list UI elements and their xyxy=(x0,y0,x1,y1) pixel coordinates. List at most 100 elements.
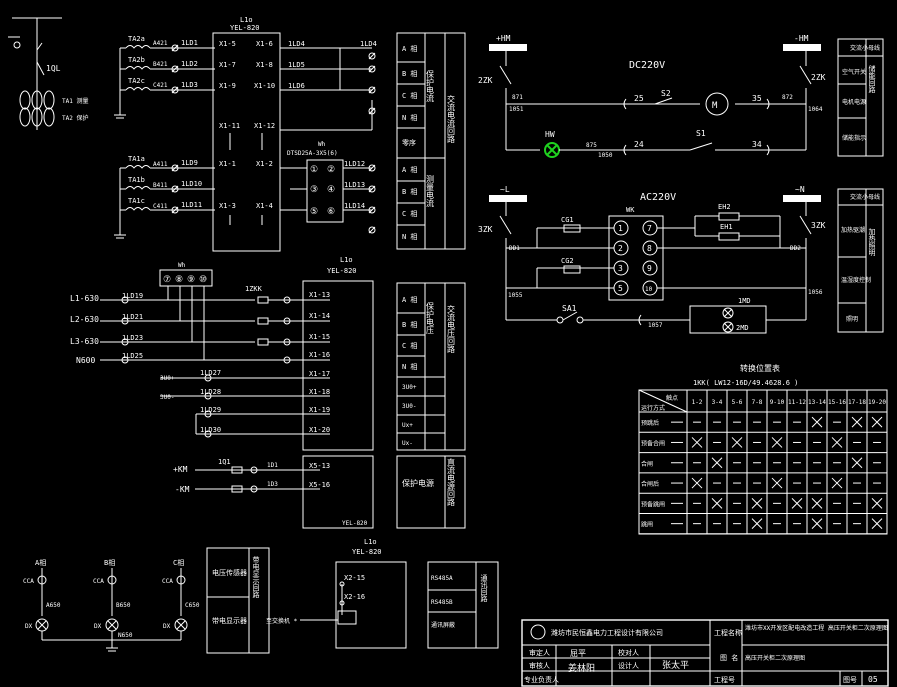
st-corner-bot: 运行方式 xyxy=(641,404,665,412)
st-col-header: 13-14 xyxy=(808,399,826,406)
tb-fig-name: 高压开关柜二次原理图 xyxy=(745,654,805,662)
ct-meas-wire-c: C421 xyxy=(153,82,168,89)
breaker-2zk-r: 2ZK xyxy=(811,73,826,82)
ld13: 1LD13 xyxy=(344,181,365,189)
wire-c650: C650 xyxy=(185,602,200,609)
st-cell-closed xyxy=(751,497,763,509)
bottom-left: A相 B相 C相 CCA CCA CCA A650 B650 C650 DX D… xyxy=(23,547,270,654)
bm-title: L1o xyxy=(364,538,377,546)
v-ld27: 1LD27 xyxy=(200,369,221,377)
ct-meas-group: TA2a TA2b TA2c A421 B421 C421 1LD1 1LD2 … xyxy=(114,35,215,119)
tb-sig-review: 屈平 xyxy=(570,649,586,658)
ht-right: 加热照明 xyxy=(868,227,876,257)
st-col-header: 7-8 xyxy=(752,399,763,406)
x1-5: X1-5 xyxy=(219,40,236,48)
dc-ld3: 1D3 xyxy=(267,481,278,488)
voltage-section: L1-630 L2-630 L3-630 N600 1LD19 1LD21 1L… xyxy=(70,256,374,451)
vt-row-c: C 相 xyxy=(402,341,417,350)
mt-right: 储能回路 xyxy=(868,64,876,94)
ct-meas-b: TA2b xyxy=(128,56,145,64)
w-1055: 1055 xyxy=(508,292,523,299)
dc-x5-16: X5-16 xyxy=(309,481,330,489)
v-switch: 1ZKK xyxy=(245,285,263,293)
st-cell-closed xyxy=(871,416,883,428)
v-x1-19: X1-19 xyxy=(309,406,330,414)
ht-temp: 温湿度控制 xyxy=(841,276,871,284)
ct-prot-a: TA1a xyxy=(128,155,145,163)
ac-l: ~L xyxy=(500,185,510,194)
ht-light: 照明 xyxy=(846,316,858,323)
ct1-label: TA1 测量 xyxy=(62,97,88,105)
ld14: 1LD14 xyxy=(344,202,365,210)
vt-right: 交流电压回路 xyxy=(447,304,456,353)
v-ld25: 1LD25 xyxy=(122,352,143,360)
v-x1-15: X1-15 xyxy=(309,333,330,341)
ht-heat: 加热驱潮 xyxy=(841,226,865,234)
st-col-header: 15-16 xyxy=(828,399,846,406)
v-relay-title: L1o xyxy=(340,256,353,264)
v-wh-8: ⑧ xyxy=(175,275,183,285)
tb-sig-check: 姜林阳 xyxy=(568,662,595,674)
eh1: EH1 xyxy=(720,223,733,231)
st-col-header: 11-12 xyxy=(788,399,806,406)
ct-meas-c: TA2c xyxy=(128,77,145,85)
x1-11: X1-11 xyxy=(219,122,240,130)
vt-row-3u0m: 3U0- xyxy=(402,403,416,410)
x1-6: X1-6 xyxy=(256,40,273,48)
st-cell-closed xyxy=(811,497,823,509)
ld11: 1LD11 xyxy=(181,201,202,209)
st-cell-closed xyxy=(811,416,823,428)
st-row-header: 预备合闸 xyxy=(641,439,665,447)
st-cell-closed xyxy=(771,477,783,489)
t10: 10 xyxy=(645,286,653,293)
vt-row-uxm: Ux- xyxy=(402,440,413,447)
st-cell-closed xyxy=(831,477,843,489)
w-1051: 1051 xyxy=(509,106,524,113)
st-cell-closed xyxy=(711,497,723,509)
lamp-hw: HW xyxy=(545,130,555,139)
x1-4: X1-4 xyxy=(256,202,273,210)
current-table: A 相 B 相 C 相 N 相 零序 A 相 B 相 C 相 N 相 保护电流 … xyxy=(396,32,466,250)
ld10: 1LD10 xyxy=(181,180,202,188)
w-1056: 1056 xyxy=(808,289,823,296)
cur-right: 交流电流回路 xyxy=(447,94,456,143)
ct-meas-a: TA2a xyxy=(128,35,145,43)
st-row-header: 合闸 xyxy=(641,460,653,468)
dx-a: DX xyxy=(25,623,33,630)
v-wh-7: ⑦ xyxy=(163,275,171,285)
n650: N650 xyxy=(118,632,133,639)
cur2-row-a: A 相 xyxy=(402,165,417,174)
t3: 3 xyxy=(618,264,623,273)
ct-prot-group: TA1a TA1b TA1c A411 B411 C411 1LD9 1LD10… xyxy=(114,155,215,239)
sa1: SA1 xyxy=(562,304,577,313)
dc-plus: +KM xyxy=(173,465,188,474)
cur2-row-b: B 相 xyxy=(402,187,417,196)
cur-mid-meas: 测量电流 xyxy=(426,175,435,208)
w-1050: 1050 xyxy=(598,152,613,159)
ld9: 1LD9 xyxy=(181,159,198,167)
heater-circuit: ~L ~N 3ZK 3ZK DD1 DD2 AC220V WK 1 2 3 5 … xyxy=(478,185,884,334)
w-s2: S2 xyxy=(661,89,671,98)
st-corner-top: 触点 xyxy=(666,394,678,402)
w-871: 871 xyxy=(512,94,523,101)
ct-prot-b: TA1b xyxy=(128,176,145,184)
cg1: CG1 xyxy=(561,216,574,224)
st-row-header: 跳闸 xyxy=(641,521,653,529)
t8: 8 xyxy=(647,244,652,253)
w-1057: 1057 xyxy=(648,322,663,329)
t1: 1 xyxy=(618,224,623,233)
bm-x2-16: X2-16 xyxy=(344,593,365,601)
st-cell-closed xyxy=(711,457,723,469)
breaker-3zk-r: 3ZK xyxy=(811,221,826,230)
cca-b: CCA xyxy=(93,578,104,585)
ct-prot-wire-c: C411 xyxy=(153,203,168,210)
w-24: 24 xyxy=(634,140,644,149)
ld5: 1LD5 xyxy=(288,61,305,69)
x1-7: X1-7 xyxy=(219,61,236,69)
ct-prot-wire-b: B411 xyxy=(153,182,168,189)
ld1: 1LD1 xyxy=(181,39,198,47)
st-title: 转换位置表 xyxy=(740,363,780,373)
st-cell-closed xyxy=(851,416,863,428)
meter-model: DTSD25A-3X5(6) xyxy=(287,150,338,157)
